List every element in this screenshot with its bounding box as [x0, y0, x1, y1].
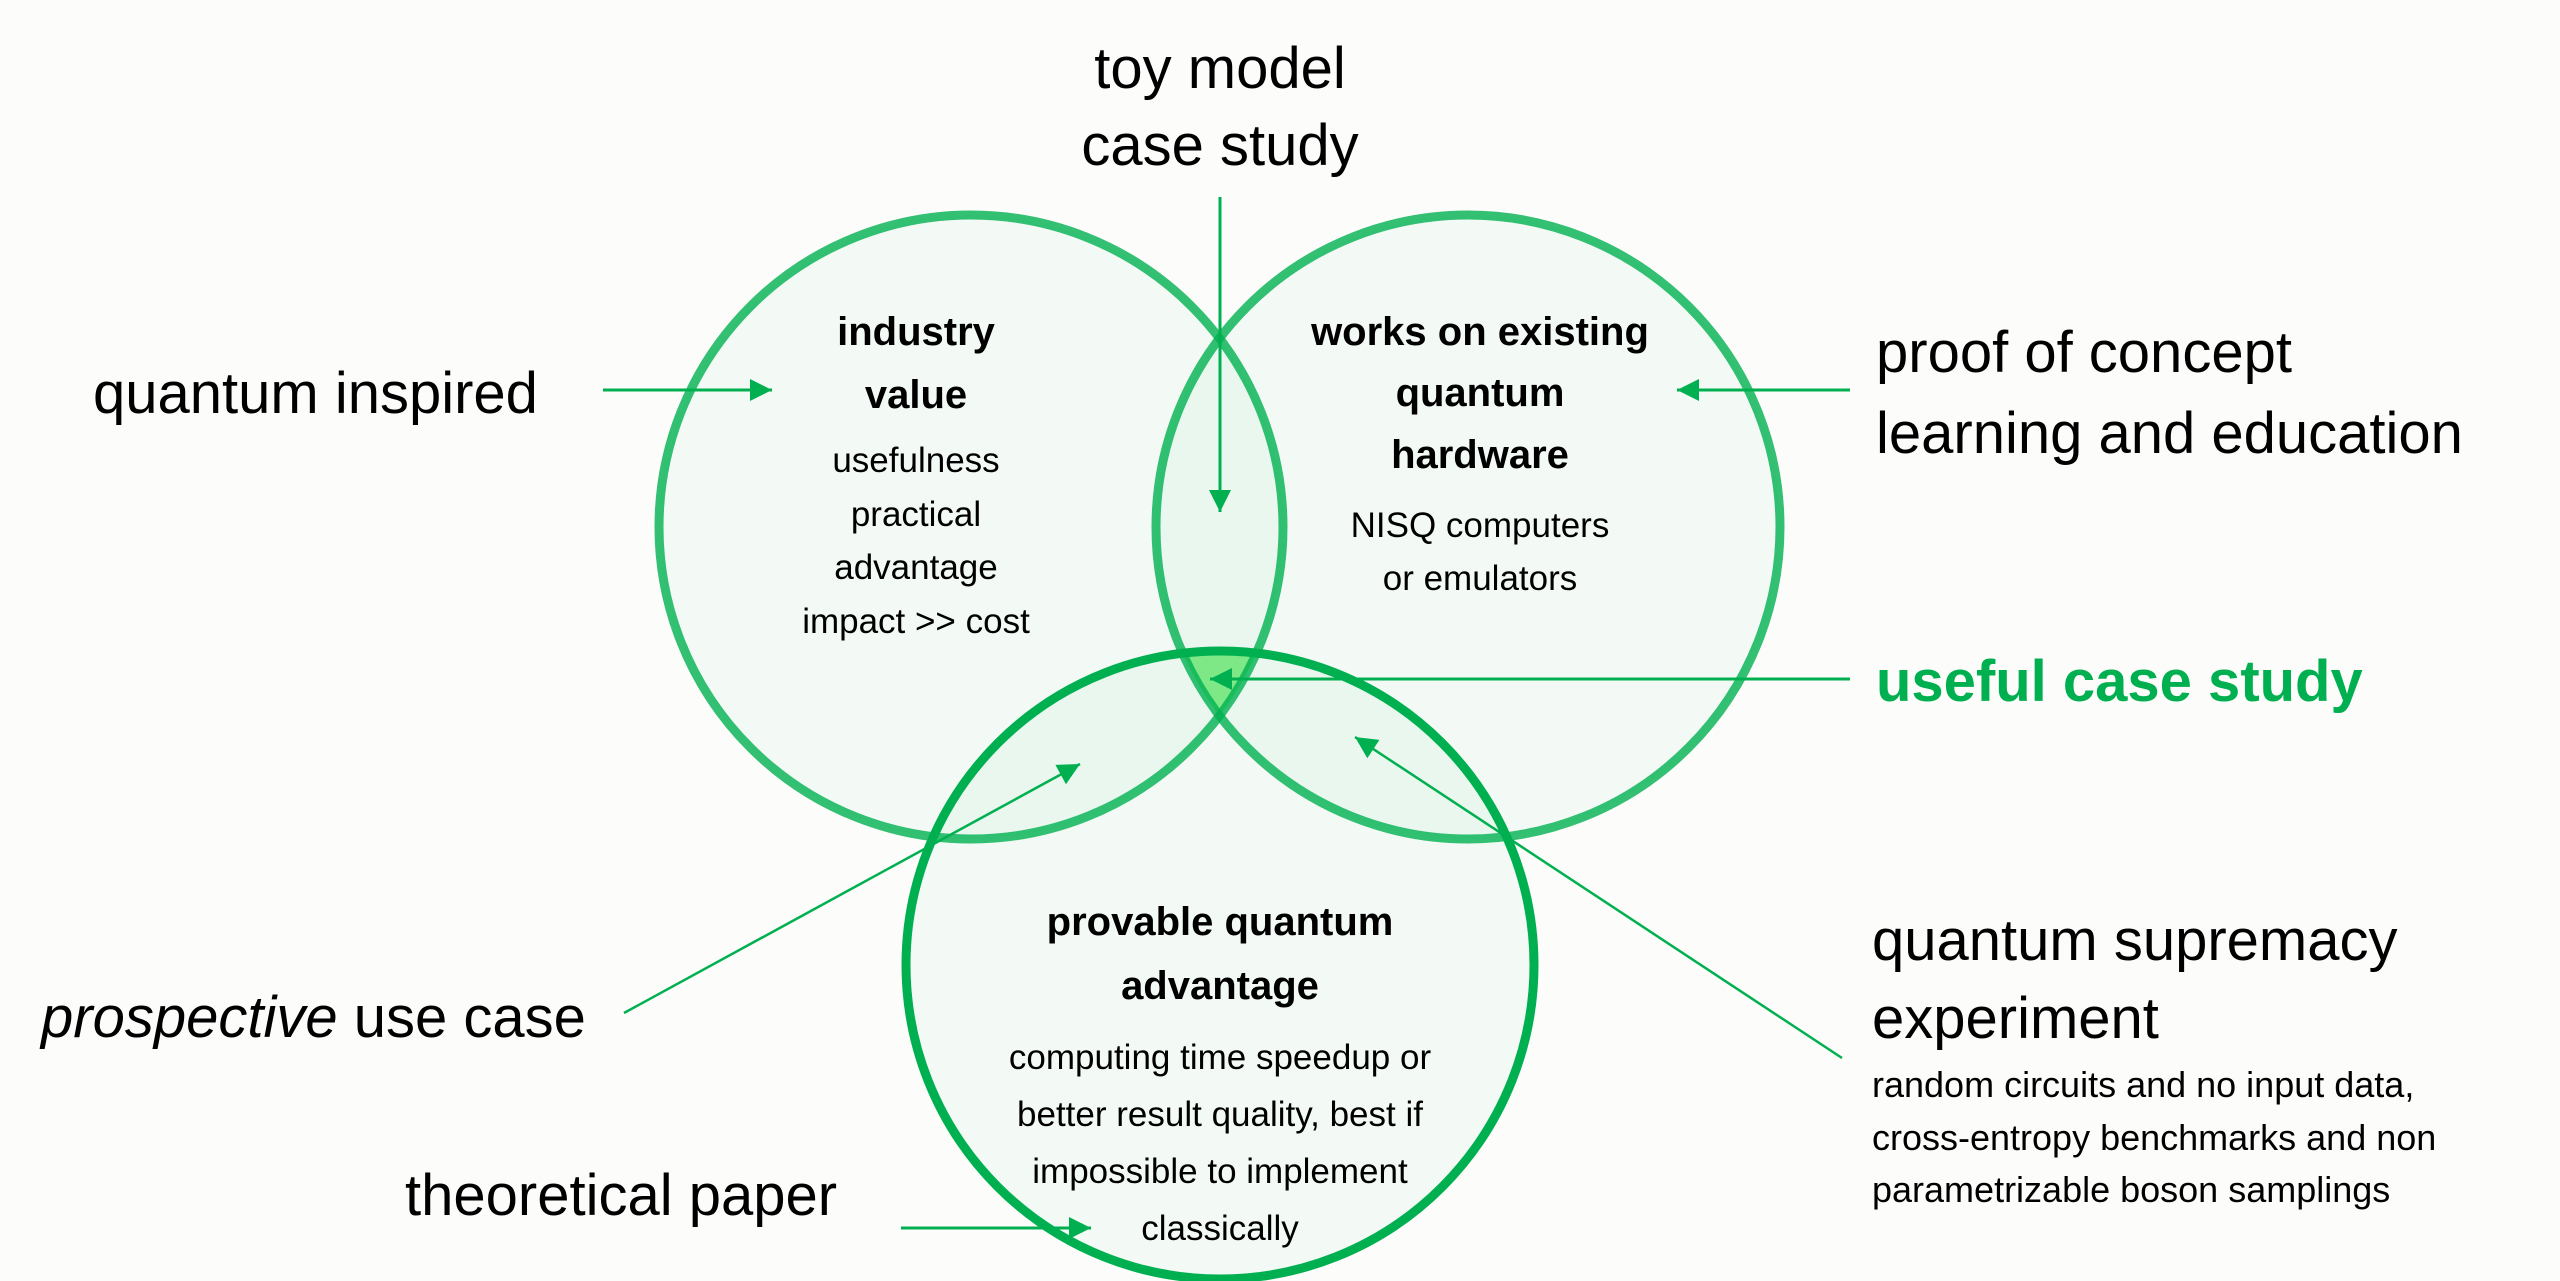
toy-model-line: case study: [1081, 113, 1358, 178]
hardware-title-line: quantum: [1396, 371, 1565, 415]
quantum-inspired-label: quantum inspired: [93, 361, 538, 426]
supremacy-title-line: experiment: [1872, 986, 2159, 1051]
hardware-title-line: works on existing: [1310, 310, 1649, 354]
circle-advantage-outline: [901, 646, 1539, 1281]
industry-body-line: usefulness: [832, 441, 999, 480]
prospective-use-case-label: prospective use case: [39, 985, 586, 1050]
advantage-text: provable quantum advantage computing tim…: [1009, 900, 1432, 1248]
proof-of-concept-label: proof of concept learning and education: [1876, 320, 2463, 466]
industry-body-line: impact >> cost: [802, 602, 1030, 641]
supremacy-label: quantum supremacy experiment random circ…: [1872, 908, 2436, 1210]
industry-body-line: practical: [851, 495, 981, 534]
advantage-title-line: advantage: [1121, 964, 1319, 1008]
toy-model-line: toy model: [1094, 36, 1345, 101]
prospective-italic: prospective: [39, 985, 338, 1050]
advantage-title-line: provable quantum: [1047, 900, 1394, 944]
industry-body-line: advantage: [834, 548, 997, 587]
supremacy-body-line: random circuits and no input data,: [1872, 1064, 2414, 1105]
hardware-body-line: NISQ computers: [1351, 506, 1610, 545]
supremacy-title-line: quantum supremacy: [1872, 908, 2397, 973]
hardware-body-line: or emulators: [1383, 559, 1578, 598]
prospective-rest: use case: [338, 985, 586, 1050]
useful-case-study-label: useful case study: [1876, 649, 2363, 714]
supremacy-body-line: parametrizable boson samplings: [1872, 1169, 2390, 1210]
proof-of-concept-line: learning and education: [1876, 401, 2463, 466]
circle-industry-outline: [654, 210, 1288, 844]
hardware-title-line: hardware: [1391, 433, 1569, 477]
industry-title-line: value: [865, 373, 967, 417]
circle-hardware-outline: [1151, 210, 1785, 844]
advantage-body-line: better result quality, best if: [1017, 1095, 1423, 1134]
supremacy-body-line: cross-entropy benchmarks and non: [1872, 1117, 2436, 1158]
industry-title-line: industry: [837, 310, 996, 354]
toy-model-label: toy model case study: [1081, 36, 1358, 178]
theoretical-paper-label: theoretical paper: [405, 1163, 837, 1228]
advantage-body-line: classically: [1141, 1209, 1299, 1248]
arrow-prospective-use-case: [623, 762, 1081, 1015]
hardware-text: works on existing quantum hardware NISQ …: [1310, 310, 1649, 598]
advantage-body-line: impossible to implement: [1032, 1152, 1408, 1191]
advantage-body-line: computing time speedup or: [1009, 1038, 1432, 1077]
arrow-supremacy: [1354, 735, 1843, 1060]
industry-value-text: industry value usefulness practical adva…: [802, 310, 1030, 641]
proof-of-concept-line: proof of concept: [1876, 320, 2292, 385]
